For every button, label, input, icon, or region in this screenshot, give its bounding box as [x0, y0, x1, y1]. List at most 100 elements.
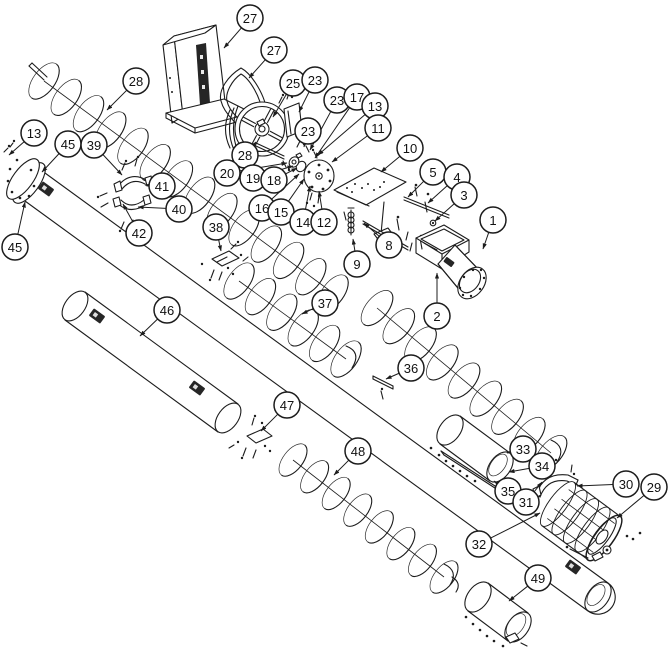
- callout-bubble: [423, 302, 451, 330]
- callout-bubble: [612, 470, 640, 498]
- callout-48: 48: [333, 437, 372, 476]
- callout-39: 39: [80, 131, 123, 176]
- callout-bubble: [397, 354, 425, 382]
- callout-leader: [122, 203, 134, 222]
- callout-13: 13: [317, 92, 389, 156]
- callout-27: 27: [223, 4, 264, 49]
- intake-cage: [539, 481, 642, 562]
- auger-flighting-lower: [278, 443, 459, 594]
- callout-1: 1: [479, 206, 507, 250]
- callout-number: 48: [351, 444, 365, 459]
- callout-11: 11: [331, 114, 392, 163]
- callout-number: 28: [129, 74, 143, 89]
- callout-leader: [139, 318, 158, 337]
- callout-23: 23: [294, 117, 322, 148]
- callout-bubble: [343, 250, 371, 278]
- callout-bubble: [375, 231, 403, 259]
- callout-number: 5: [429, 165, 436, 180]
- callout-leader: [331, 135, 368, 163]
- callout-31: 31: [512, 481, 543, 516]
- callout-bubble: [153, 296, 181, 324]
- callout-number: 16: [255, 201, 269, 216]
- callout-bubble: [165, 195, 193, 223]
- brand-decal: [443, 257, 455, 267]
- main-tube: [3, 139, 616, 615]
- callout-bubble: [344, 437, 372, 465]
- mount-plate: [333, 167, 407, 243]
- callout-2: 2: [423, 272, 451, 330]
- inner-tube: [61, 290, 242, 434]
- callout-leader: [427, 185, 448, 204]
- callout-number: 37: [318, 296, 332, 311]
- callout-leader: [106, 89, 128, 111]
- callout-36: 36: [385, 354, 425, 382]
- callout-number: 38: [209, 220, 223, 235]
- callout-leader: [490, 512, 541, 539]
- callout-leader: [285, 167, 298, 175]
- callout-bubble: [310, 208, 338, 236]
- callout-leader: [508, 585, 529, 602]
- callout-number: 27: [267, 43, 281, 58]
- callout-leader: [533, 481, 543, 493]
- callout-20: 20: [213, 159, 288, 187]
- callout-12: 12: [310, 190, 338, 236]
- callout-leader: [576, 483, 614, 488]
- callout-leader: [137, 205, 167, 210]
- callout-13: 13: [8, 119, 48, 156]
- boot-assembly: [405, 224, 487, 300]
- callout-bubble: [273, 391, 301, 419]
- callout-bubble: [479, 206, 507, 234]
- callout-bubble: [148, 172, 176, 200]
- callout-28: 28: [231, 141, 259, 169]
- callout-bubble: [236, 4, 264, 32]
- callout-28: 28: [106, 67, 150, 111]
- callout-leader: [314, 107, 351, 159]
- callout-number: 3: [460, 188, 467, 203]
- callout-number: 31: [519, 495, 533, 510]
- callout-bubble: [509, 435, 537, 463]
- callout-leader: [298, 91, 310, 113]
- callout-leader: [217, 239, 222, 252]
- callout-number: 23: [301, 124, 315, 139]
- callout-leader: [41, 153, 60, 173]
- callout-leader: [508, 467, 530, 474]
- callout-leader: [434, 203, 455, 222]
- callout-number: 23: [330, 93, 344, 108]
- callout-leader: [407, 180, 425, 198]
- callout-bubble: [524, 564, 552, 592]
- callout-number: 33: [516, 442, 530, 457]
- flighting-end-curls: [345, 345, 562, 593]
- callout-leader: [482, 232, 490, 250]
- callout-33: 33: [506, 435, 537, 463]
- intake-sleeve: [429, 414, 514, 491]
- callout-38: 38: [202, 213, 230, 252]
- callout-18: 18: [260, 166, 298, 194]
- callout-bubble: [122, 67, 150, 95]
- callout-bubble: [80, 131, 108, 159]
- callout-number: 46: [160, 303, 174, 318]
- callout-number: 2: [433, 309, 440, 324]
- callout-number: 30: [619, 477, 633, 492]
- callout-bubble: [396, 134, 424, 162]
- callout-leader: [17, 201, 26, 235]
- hanger-bracket-47: [228, 414, 273, 460]
- callout-leader: [271, 173, 300, 200]
- callout-number: 1: [489, 213, 496, 228]
- callout-30: 30: [576, 470, 640, 498]
- callout-number: 39: [87, 138, 101, 153]
- callout-number: 32: [472, 537, 486, 552]
- callout-number: 18: [267, 173, 281, 188]
- callout-bubble: [20, 119, 48, 147]
- callout-10: 10: [380, 134, 424, 173]
- callout-number: 23: [308, 73, 322, 88]
- callout-32: 32: [465, 512, 541, 558]
- callout-number: 45: [61, 137, 75, 152]
- callout-bubble: [450, 181, 478, 209]
- tube-decals: [38, 181, 581, 575]
- callout-8: 8: [363, 222, 403, 259]
- callout-number: 36: [404, 361, 418, 376]
- coupler-pin: [372, 375, 394, 400]
- callout-leader: [223, 27, 242, 49]
- callout-number: 34: [535, 459, 549, 474]
